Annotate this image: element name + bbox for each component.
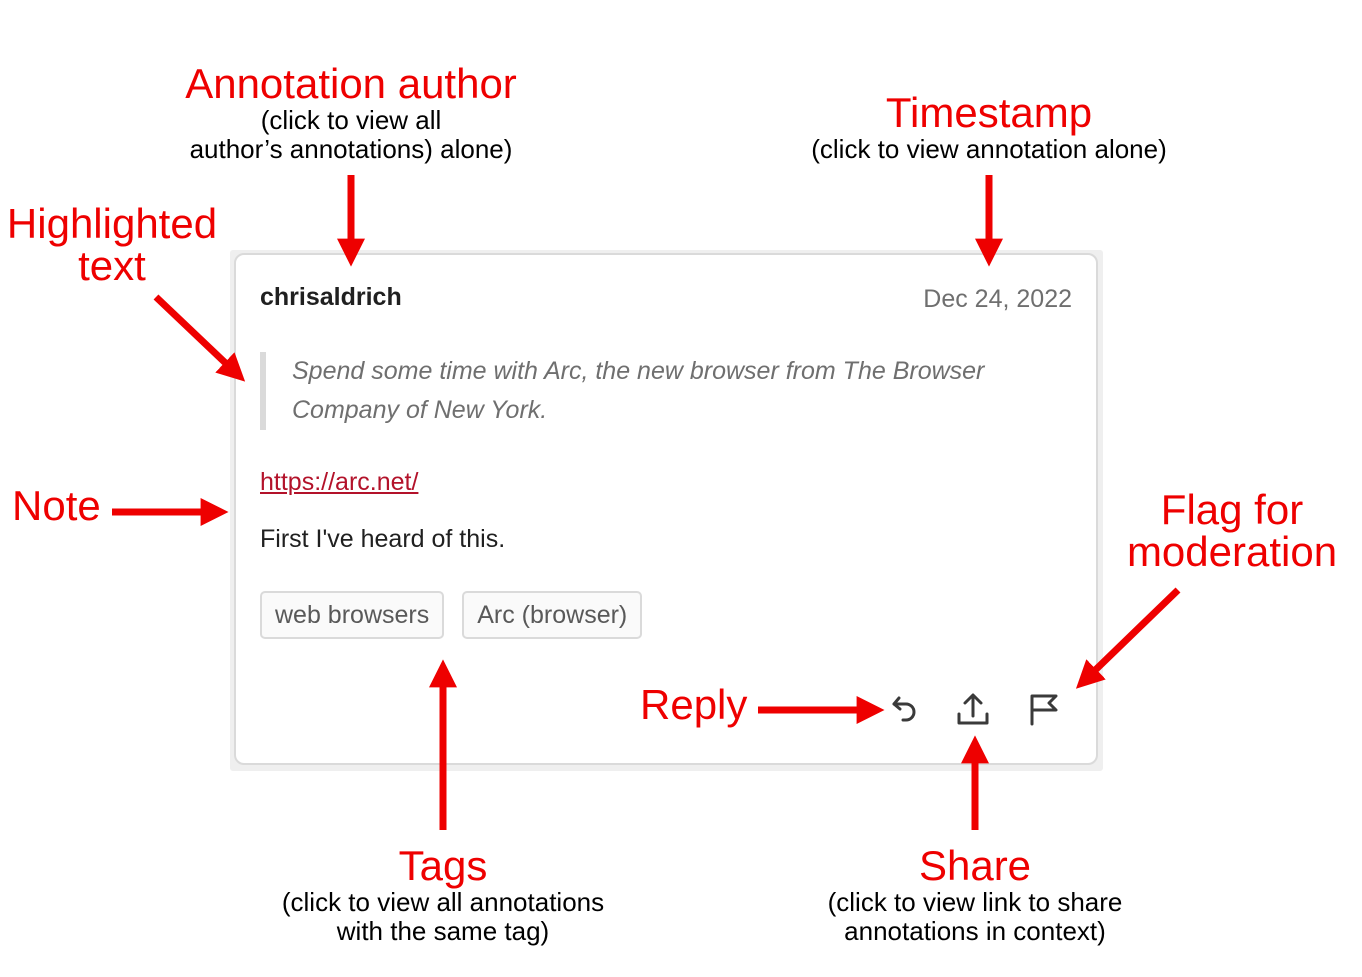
callout-share-line1: (click to view link to share bbox=[827, 887, 1123, 917]
highlighted-quote: Spend some time with Arc, the new browse… bbox=[260, 352, 1012, 430]
note-text: First I've heard of this. bbox=[260, 525, 506, 553]
callout-highlight-line1: Highlighted bbox=[6, 200, 218, 247]
callout-tags-title: Tags bbox=[398, 842, 488, 889]
callout-share-line2: annotations in context) bbox=[844, 916, 1106, 946]
callout-tags: Tags (click to view all annotations with… bbox=[282, 844, 604, 946]
callout-author-line1: (click to view all bbox=[260, 105, 442, 135]
annotation-author[interactable]: chrisaldrich bbox=[260, 283, 402, 311]
tag-arc-browser[interactable]: Arc (browser) bbox=[462, 591, 643, 639]
flag-icon[interactable] bbox=[1024, 690, 1064, 730]
callout-reply: Reply bbox=[640, 681, 748, 728]
callout-timestamp: Timestamp (click to view annotation alon… bbox=[811, 91, 1167, 164]
annotation-timestamp[interactable]: Dec 24, 2022 bbox=[923, 285, 1072, 313]
callout-highlight-line2: text bbox=[78, 242, 146, 289]
annotation-card: chrisaldrich Dec 24, 2022 Spend some tim… bbox=[234, 253, 1098, 765]
callout-share-title: Share bbox=[918, 842, 1032, 889]
callout-share: Share (click to view link to share annot… bbox=[828, 844, 1123, 946]
callout-author: Annotation author (click to view all aut… bbox=[185, 62, 517, 164]
callout-author-line2: author’s annotations) alone) bbox=[189, 134, 513, 164]
callout-flag-line1: Flag for bbox=[1160, 486, 1304, 533]
callout-tags-line2: with the same tag) bbox=[336, 916, 550, 946]
arrow-highlighted-text bbox=[153, 294, 246, 382]
callout-timestamp-title: Timestamp bbox=[885, 89, 1093, 136]
callout-note: Note bbox=[12, 482, 101, 529]
callout-flag-line2: moderation bbox=[1126, 528, 1338, 575]
share-icon[interactable] bbox=[953, 690, 993, 730]
callout-tags-line1: (click to view all annotations bbox=[281, 887, 605, 917]
callout-flag: Flag for moderation bbox=[1127, 489, 1337, 573]
callout-highlighted-text: Highlighted text bbox=[7, 203, 217, 287]
tag-web-browsers[interactable]: web browsers bbox=[260, 591, 445, 639]
callout-author-title: Annotation author bbox=[185, 60, 517, 107]
note-link[interactable]: https://arc.net/ bbox=[260, 468, 419, 496]
callout-timestamp-line1: (click to view annotation alone) bbox=[811, 134, 1167, 164]
tag-list: web browsers Arc (browser) bbox=[260, 591, 643, 639]
reply-icon[interactable] bbox=[886, 690, 926, 730]
